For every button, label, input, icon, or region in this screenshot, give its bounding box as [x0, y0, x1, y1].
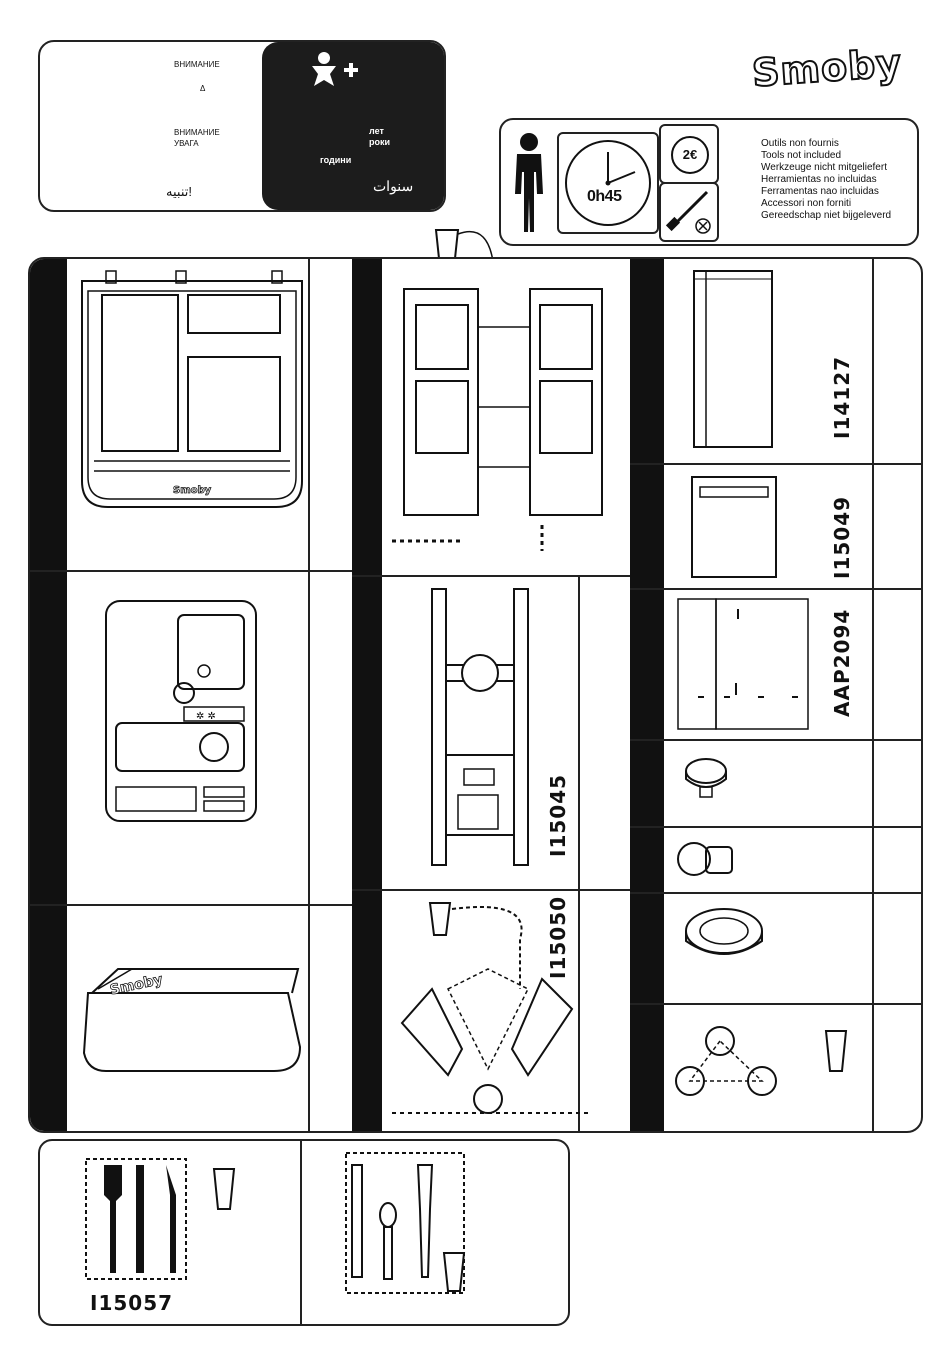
age-word-3: години: [320, 155, 351, 165]
column-bar-3: [630, 259, 664, 1131]
divider: [352, 889, 630, 891]
tools-line-fr: Outils non fournis: [761, 138, 891, 150]
svg-text:Smoby: Smoby: [109, 972, 165, 999]
fridge-door-drawing: [684, 269, 784, 459]
tools-not-included-list: Outils non fournis Tools not included We…: [761, 138, 891, 222]
stand-drawing: [424, 585, 544, 879]
part-code-i14127: I14127: [830, 356, 854, 439]
side-frames-drawing: [392, 271, 632, 561]
coin-icon: 2€: [671, 136, 709, 174]
divider: [30, 570, 352, 572]
warning-title-ru: ВНИМАНИЕ: [174, 60, 220, 70]
tools-line-es: Herramientas no incluidas: [761, 174, 891, 186]
divider: [630, 892, 921, 894]
tools-line-nl: Gereedschap niet bijgeleverd: [761, 210, 891, 222]
age-panel: лет роки години سنوات: [262, 42, 444, 210]
part-code-i15045: I15045: [546, 774, 570, 857]
burners-assembly-drawing: [666, 1011, 866, 1121]
tray-drawing: Smoby: [78, 959, 318, 1089]
front-panel-logo: Smoby: [173, 485, 211, 496]
warning-title-ru-2: ВНИМАНИЕ: [174, 128, 220, 138]
plug-drawing: [676, 833, 746, 893]
hotplate-drawing: [682, 901, 772, 971]
divider: [630, 588, 921, 590]
time-label: 0h45: [587, 188, 621, 206]
divider: [630, 1003, 921, 1005]
screwdriver-icon: [661, 184, 717, 240]
utensils-panel: I15057: [38, 1139, 570, 1326]
clock-frame: 0h45: [557, 132, 659, 234]
warning-panel: ВНИМАНИЕ Δ ВНИМАНИЕ УВАГА تنبيه! лет рок…: [38, 40, 446, 212]
oven-door-drawing: [688, 473, 788, 583]
control-panel-drawing: ✲ ✲: [104, 599, 264, 825]
age-word-ar: سنوات: [373, 178, 413, 195]
column-bar-1: [30, 259, 67, 1131]
divider: [30, 904, 352, 906]
clock-icon: [559, 134, 657, 232]
divider: [872, 259, 874, 1131]
part-code-i15049: I15049: [830, 496, 854, 579]
part-code-i15050: I15050: [546, 896, 570, 979]
tools-panel: 0h45 2€ Outils non fournis Tools not inc…: [499, 118, 919, 246]
divider: [300, 1141, 302, 1324]
part-code-aap2094: AAP2094: [830, 609, 854, 717]
part-code-i15057: I15057: [90, 1291, 173, 1315]
tools-line-pt: Ferramentas nao incluidas: [761, 186, 891, 198]
utensils-frame-right-drawing: [332, 1149, 552, 1319]
person-icon: [509, 132, 549, 236]
age-word-2: роки: [369, 137, 390, 147]
utensils-frame-left-drawing: [80, 1155, 280, 1295]
knob-drawing: [682, 753, 742, 813]
divider: [630, 463, 921, 465]
label-sheet-drawing: [676, 597, 826, 737]
warning-title-uk: УВАГА: [174, 139, 199, 149]
divider: [630, 739, 921, 741]
front-frame-drawing: [76, 267, 316, 517]
tools-line-de: Werkzeuge nicht mitgeliefert: [761, 162, 891, 174]
divider: [352, 575, 630, 577]
divider: [630, 826, 921, 828]
tools-line-en: Tools not included: [761, 150, 891, 162]
parts-frame: Smoby ✲ ✲ Smoby: [28, 257, 923, 1133]
delta-symbol: Δ: [200, 84, 205, 94]
brand-logo-text: Smoby: [751, 41, 904, 95]
child-plus-icon: [310, 52, 370, 92]
column-bar-2: [352, 259, 382, 1131]
screwdriver-frame: [659, 182, 719, 242]
tools-line-it: Accessori non forniti: [761, 198, 891, 210]
age-word-1: лет: [369, 126, 384, 136]
svg-text:✲ ✲: ✲ ✲: [196, 711, 216, 722]
warning-title-ar: تنبيه!: [166, 184, 192, 200]
coin-frame: 2€: [659, 124, 719, 184]
brand-logo: Smoby: [752, 42, 912, 102]
